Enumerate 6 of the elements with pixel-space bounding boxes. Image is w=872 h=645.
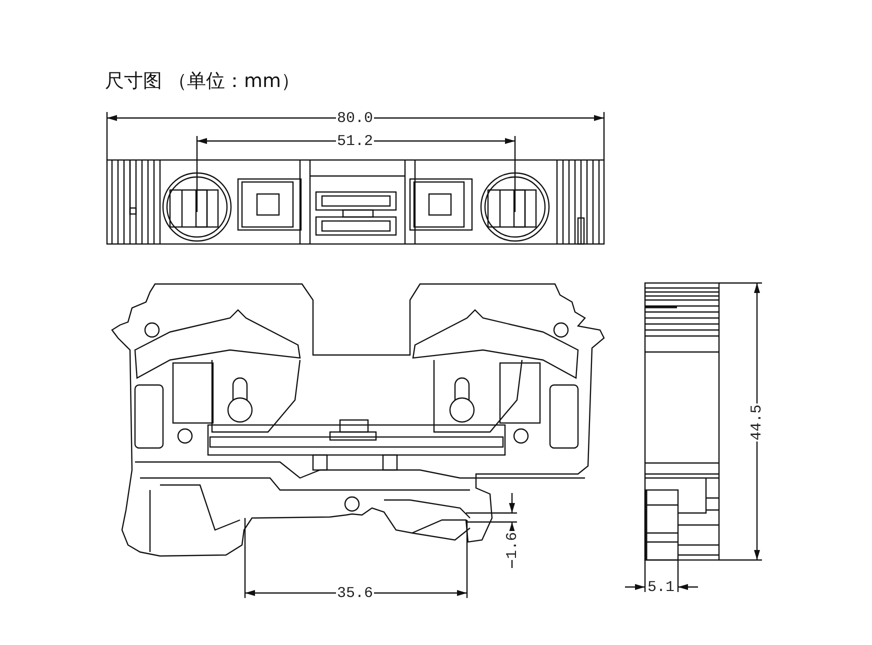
dimension-label: 5.1 bbox=[646, 580, 676, 594]
dimension-label: 1.6 bbox=[504, 530, 520, 560]
dimension-label: 51.2 bbox=[336, 134, 374, 148]
drawing-title: 尺寸图 （单位：mm） bbox=[105, 69, 300, 94]
dimension-label: 35.6 bbox=[336, 586, 374, 600]
dimension-label: 80.0 bbox=[336, 110, 374, 126]
